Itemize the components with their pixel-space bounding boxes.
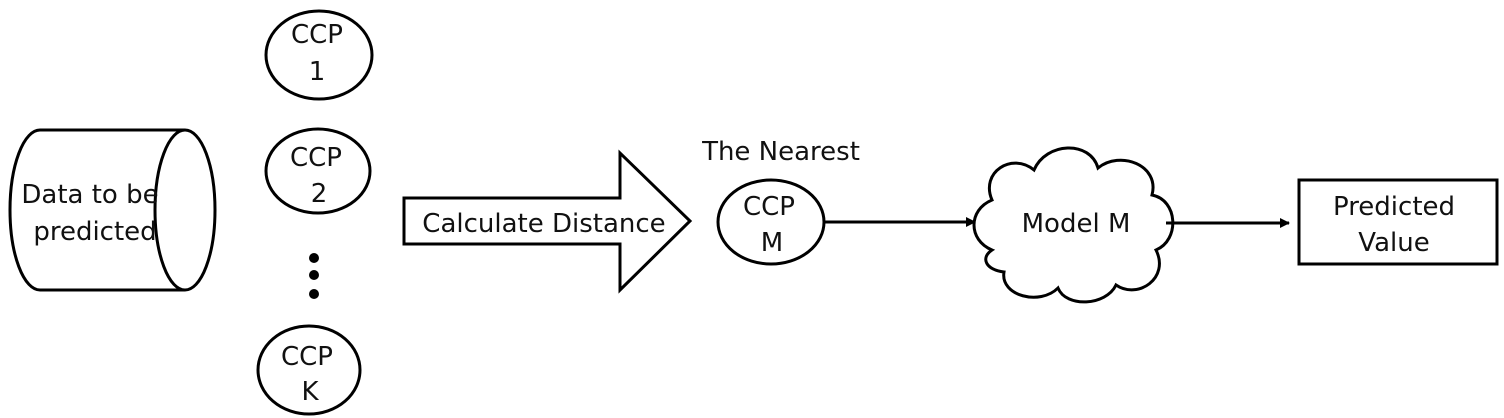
ccp-node-2: CCP 2: [264, 127, 372, 215]
cloud-shape: [972, 146, 1175, 304]
ccp-node-1-line1: CCP: [291, 20, 343, 50]
cylinder-body: [8, 128, 217, 292]
ccp-node-k-line2: K: [301, 377, 319, 407]
input-data-cylinder: Data to be predicted: [8, 128, 217, 292]
ccp-node-2-line2: 2: [311, 179, 328, 209]
cylinder-rim: [153, 128, 186, 292]
ccp-node-m: CCP M: [716, 178, 826, 266]
calculate-distance-arrow: Calculate Distance: [402, 149, 693, 294]
ccp-node-m-line2: M: [761, 228, 783, 258]
predicted-value-box: Predicted Value: [1297, 178, 1499, 266]
input-label-line1: Data to be: [21, 180, 158, 210]
ccp-node-1-line2: 1: [309, 57, 326, 87]
ccp-node-m-line1: CCP: [743, 192, 795, 222]
ccp-node-1: CCP 1: [264, 9, 374, 101]
output-label-line2: Value: [1358, 228, 1429, 258]
ellipsis-dots: [309, 253, 319, 299]
model-m-cloud: Model M: [972, 146, 1175, 304]
model-m-label: Model M: [1022, 209, 1131, 239]
ccp-node-k-line1: CCP: [281, 342, 333, 372]
ccp-node-k: CCP K: [256, 324, 362, 416]
output-label-line1: Predicted: [1333, 192, 1455, 222]
calculate-distance-label: Calculate Distance: [422, 209, 665, 239]
ccp-node-2-line1: CCP: [290, 143, 342, 173]
input-label-line2: predicted: [33, 217, 156, 247]
nearest-label: The Nearest: [701, 137, 860, 167]
